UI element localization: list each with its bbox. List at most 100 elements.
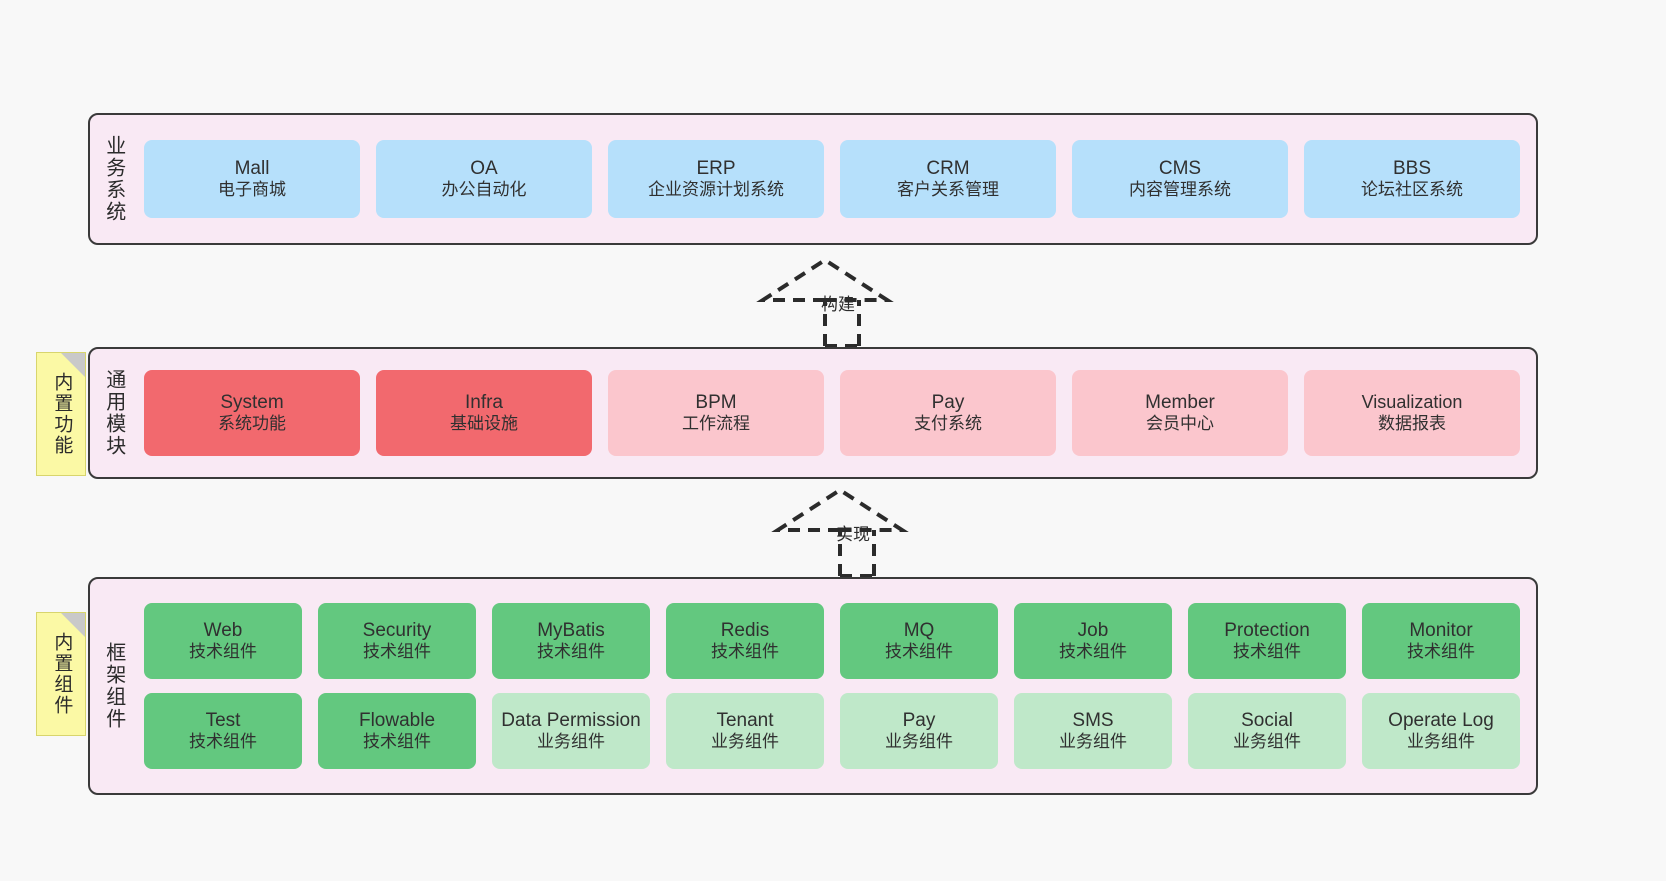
node-bbs[interactable]: BBS 论坛社区系统 <box>1304 140 1520 218</box>
node-redis[interactable]: Redis 技术组件 <box>666 603 824 679</box>
node-title: Data Permission <box>501 709 641 731</box>
node-title: CMS <box>1158 157 1202 179</box>
node-title: Security <box>362 619 432 641</box>
node-title: Infra <box>464 391 504 413</box>
node-title: Redis <box>720 619 770 641</box>
connector-label-implement: 实现 <box>836 525 870 544</box>
node-subtitle: 技术组件 <box>1407 642 1475 662</box>
node-title: ERP <box>696 157 736 179</box>
node-subtitle: 业务组件 <box>537 732 605 752</box>
node-infra[interactable]: Infra 基础设施 <box>376 370 592 456</box>
node-subtitle: 电子商城 <box>218 180 286 200</box>
node-title: Flowable <box>358 709 436 731</box>
node-subtitle: 数据报表 <box>1378 413 1446 433</box>
node-erp[interactable]: ERP 企业资源计划系统 <box>608 140 824 218</box>
node-title: MQ <box>903 619 935 641</box>
node-subtitle: 技术组件 <box>363 642 431 662</box>
node-protection[interactable]: Protection 技术组件 <box>1188 603 1346 679</box>
layer-body-business-system: Mall 电子商城 OA 办公自动化 ERP 企业资源计划系统 CRM 客户关系… <box>136 115 1536 243</box>
node-member[interactable]: Member 会员中心 <box>1072 370 1288 456</box>
node-subtitle: 技术组件 <box>1233 642 1301 662</box>
node-mall[interactable]: Mall 电子商城 <box>144 140 360 218</box>
layer-row: Web 技术组件 Security 技术组件 MyBatis 技术组件 Redi… <box>144 603 1520 679</box>
node-crm[interactable]: CRM 客户关系管理 <box>840 140 1056 218</box>
node-operate-log[interactable]: Operate Log 业务组件 <box>1362 693 1520 769</box>
node-title: Operate Log <box>1388 709 1494 731</box>
note-builtin-function: 内置功能 <box>36 352 86 476</box>
node-system[interactable]: System 系统功能 <box>144 370 360 456</box>
node-title: Member <box>1145 391 1215 413</box>
node-subtitle: 业务组件 <box>1059 732 1127 752</box>
node-subtitle: 业务组件 <box>1407 732 1475 752</box>
node-title: BBS <box>1392 157 1432 179</box>
note-label: 内置功能 <box>51 372 73 456</box>
node-mq[interactable]: MQ 技术组件 <box>840 603 998 679</box>
layer-business-system: 业务系统 Mall 电子商城 OA 办公自动化 ERP 企业资源计划系统 CRM… <box>88 113 1538 245</box>
node-oa[interactable]: OA 办公自动化 <box>376 140 592 218</box>
node-bpm[interactable]: BPM 工作流程 <box>608 370 824 456</box>
node-mybatis[interactable]: MyBatis 技术组件 <box>492 603 650 679</box>
node-subtitle: 业务组件 <box>711 732 779 752</box>
node-subtitle: 工作流程 <box>682 414 750 434</box>
folded-corner-icon <box>61 613 85 637</box>
node-subtitle: 技术组件 <box>885 642 953 662</box>
node-flowable[interactable]: Flowable 技术组件 <box>318 693 476 769</box>
node-tenant[interactable]: Tenant 业务组件 <box>666 693 824 769</box>
node-title: Web <box>203 619 243 641</box>
node-job[interactable]: Job 技术组件 <box>1014 603 1172 679</box>
node-subtitle: 企业资源计划系统 <box>648 180 784 200</box>
node-title: System <box>220 391 284 413</box>
folded-corner-icon <box>61 353 85 377</box>
node-web[interactable]: Web 技术组件 <box>144 603 302 679</box>
node-visualization[interactable]: Visualization 数据报表 <box>1304 370 1520 456</box>
connector-implement: 实现 <box>770 487 920 578</box>
node-subtitle: 技术组件 <box>189 642 257 662</box>
node-title: Monitor <box>1409 619 1473 641</box>
node-title: Social <box>1241 709 1293 731</box>
layer-common-module: 通用模块 System 系统功能 Infra 基础设施 BPM 工作流程 Pay… <box>88 347 1538 479</box>
node-title: MyBatis <box>537 619 605 641</box>
node-subtitle: 办公自动化 <box>441 180 527 200</box>
node-title: CRM <box>926 157 970 179</box>
layer-body-common-module: System 系统功能 Infra 基础设施 BPM 工作流程 Pay 支付系统… <box>136 349 1536 477</box>
node-pay-component[interactable]: Pay 业务组件 <box>840 693 998 769</box>
layer-framework-component: 框架组件 Web 技术组件 Security 技术组件 MyBatis 技术组件… <box>88 577 1538 795</box>
note-label: 内置组件 <box>51 632 73 716</box>
node-subtitle: 业务组件 <box>1233 732 1301 752</box>
node-subtitle: 客户关系管理 <box>897 180 999 200</box>
node-social[interactable]: Social 业务组件 <box>1188 693 1346 769</box>
node-title: Protection <box>1224 619 1310 641</box>
node-security[interactable]: Security 技术组件 <box>318 603 476 679</box>
node-subtitle: 技术组件 <box>189 732 257 752</box>
node-subtitle: 内容管理系统 <box>1129 180 1231 200</box>
layer-row: Mall 电子商城 OA 办公自动化 ERP 企业资源计划系统 CRM 客户关系… <box>144 140 1520 218</box>
node-subtitle: 系统功能 <box>218 414 286 434</box>
node-title: Pay <box>902 709 936 731</box>
node-pay-module[interactable]: Pay 支付系统 <box>840 370 1056 456</box>
node-subtitle: 技术组件 <box>1059 642 1127 662</box>
node-subtitle: 支付系统 <box>914 414 982 434</box>
layer-title-business-system: 业务系统 <box>102 135 125 223</box>
node-title: Test <box>205 709 241 731</box>
node-subtitle: 技术组件 <box>711 642 779 662</box>
node-subtitle: 论坛社区系统 <box>1361 180 1463 200</box>
node-data-permission[interactable]: Data Permission 业务组件 <box>492 693 650 769</box>
node-title: BPM <box>695 391 737 413</box>
node-test[interactable]: Test 技术组件 <box>144 693 302 769</box>
node-monitor[interactable]: Monitor 技术组件 <box>1362 603 1520 679</box>
node-subtitle: 业务组件 <box>885 732 953 752</box>
node-title: Job <box>1077 619 1109 641</box>
node-subtitle: 技术组件 <box>363 732 431 752</box>
node-title: Tenant <box>716 709 774 731</box>
node-title: Visualization <box>1361 392 1463 413</box>
layer-body-framework-component: Web 技术组件 Security 技术组件 MyBatis 技术组件 Redi… <box>136 579 1536 793</box>
layer-row: System 系统功能 Infra 基础设施 BPM 工作流程 Pay 支付系统… <box>144 370 1520 456</box>
layer-title-common-module: 通用模块 <box>102 369 125 457</box>
node-subtitle: 技术组件 <box>537 642 605 662</box>
node-sms[interactable]: SMS 业务组件 <box>1014 693 1172 769</box>
node-cms[interactable]: CMS 内容管理系统 <box>1072 140 1288 218</box>
layer-row: Test 技术组件 Flowable 技术组件 Data Permission … <box>144 693 1520 769</box>
node-subtitle: 基础设施 <box>450 414 518 434</box>
node-subtitle: 会员中心 <box>1146 414 1214 434</box>
